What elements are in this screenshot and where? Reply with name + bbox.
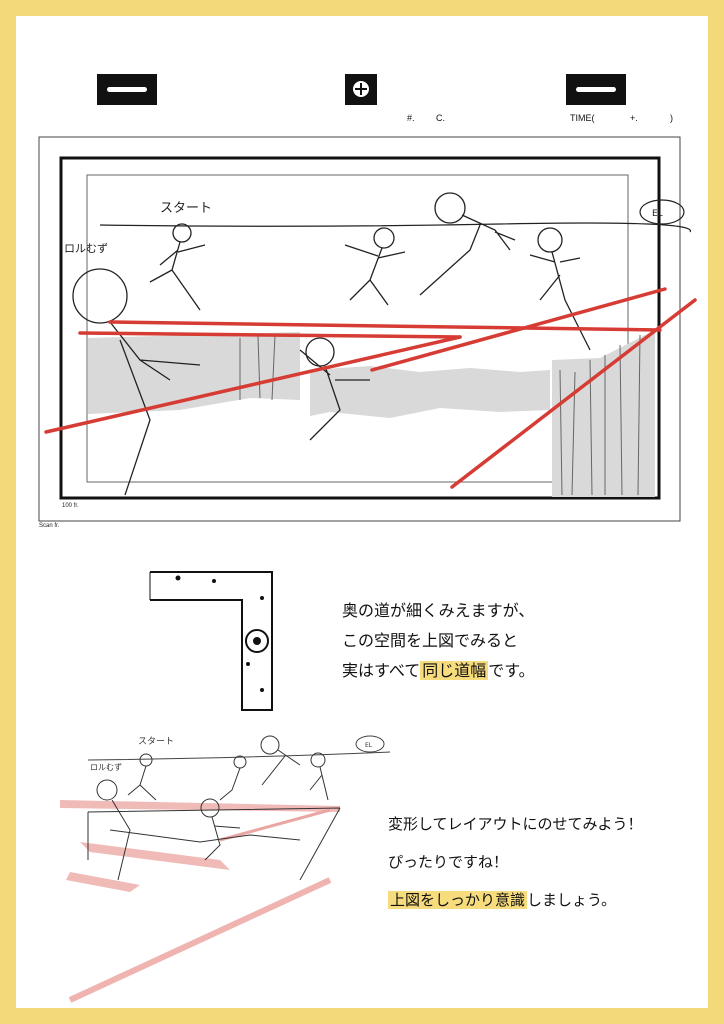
roll-label: ロルむず — [64, 242, 108, 255]
start-label: スタート — [160, 201, 212, 216]
mini-start-label: スタート — [138, 736, 174, 747]
cliff-shadow-right — [552, 330, 655, 497]
mini-eye-level-label: EL — [365, 742, 373, 749]
eye-level-label: EL — [652, 209, 663, 219]
perspective-guides — [44, 287, 697, 489]
note-2-line-2: ぴったりですね！ — [388, 853, 509, 871]
cut-number-label: #. — [407, 113, 415, 123]
note-block-1: 奥の道が細くみえますが、 この空間を上図でみると 実はすべて同じ道幅です。 — [342, 596, 535, 686]
note-1-line-2: この空間を上図でみると — [342, 631, 519, 650]
c-label: C. — [436, 113, 445, 123]
layout-sheet-page — [16, 16, 708, 1008]
character-figures — [72, 192, 591, 496]
note-1-line-3: 実はすべて同じ道幅です。 — [342, 661, 535, 680]
road-shadow-middle — [310, 366, 550, 418]
frame-size-label: 100 fr. — [62, 503, 79, 509]
time-plus-label: +. — [630, 113, 638, 123]
same-width-highlight: 同じ道幅 — [420, 661, 489, 680]
horizon-line — [99, 222, 691, 233]
peg-hole-right — [566, 74, 626, 105]
road-shadow-left — [88, 332, 300, 414]
peg-hole-center — [345, 74, 377, 105]
time-close-label: ) — [670, 113, 673, 123]
scan-frame — [38, 136, 681, 522]
note-2-line-1: 変形してレイアウトにのせてみよう！ — [388, 815, 643, 833]
note-1-line-1: 奥の道が細くみえますが、 — [342, 601, 535, 620]
mini-roll-label: ロルむず — [90, 762, 122, 772]
top-view-highlight: 上図をしっかり意識 — [388, 891, 528, 909]
scan-frame-label: Scan fr. — [39, 523, 60, 529]
note-block-2: 変形してレイアウトにのせてみよう！ ぴったりですね！ 上図をしっかり意識しましょ… — [388, 805, 643, 919]
peg-hole-left — [97, 74, 157, 105]
time-label: TIME( — [570, 113, 595, 123]
eye-level-circle — [639, 199, 685, 225]
note-2-line-3: 上図をしっかり意識しましょう。 — [388, 891, 617, 909]
